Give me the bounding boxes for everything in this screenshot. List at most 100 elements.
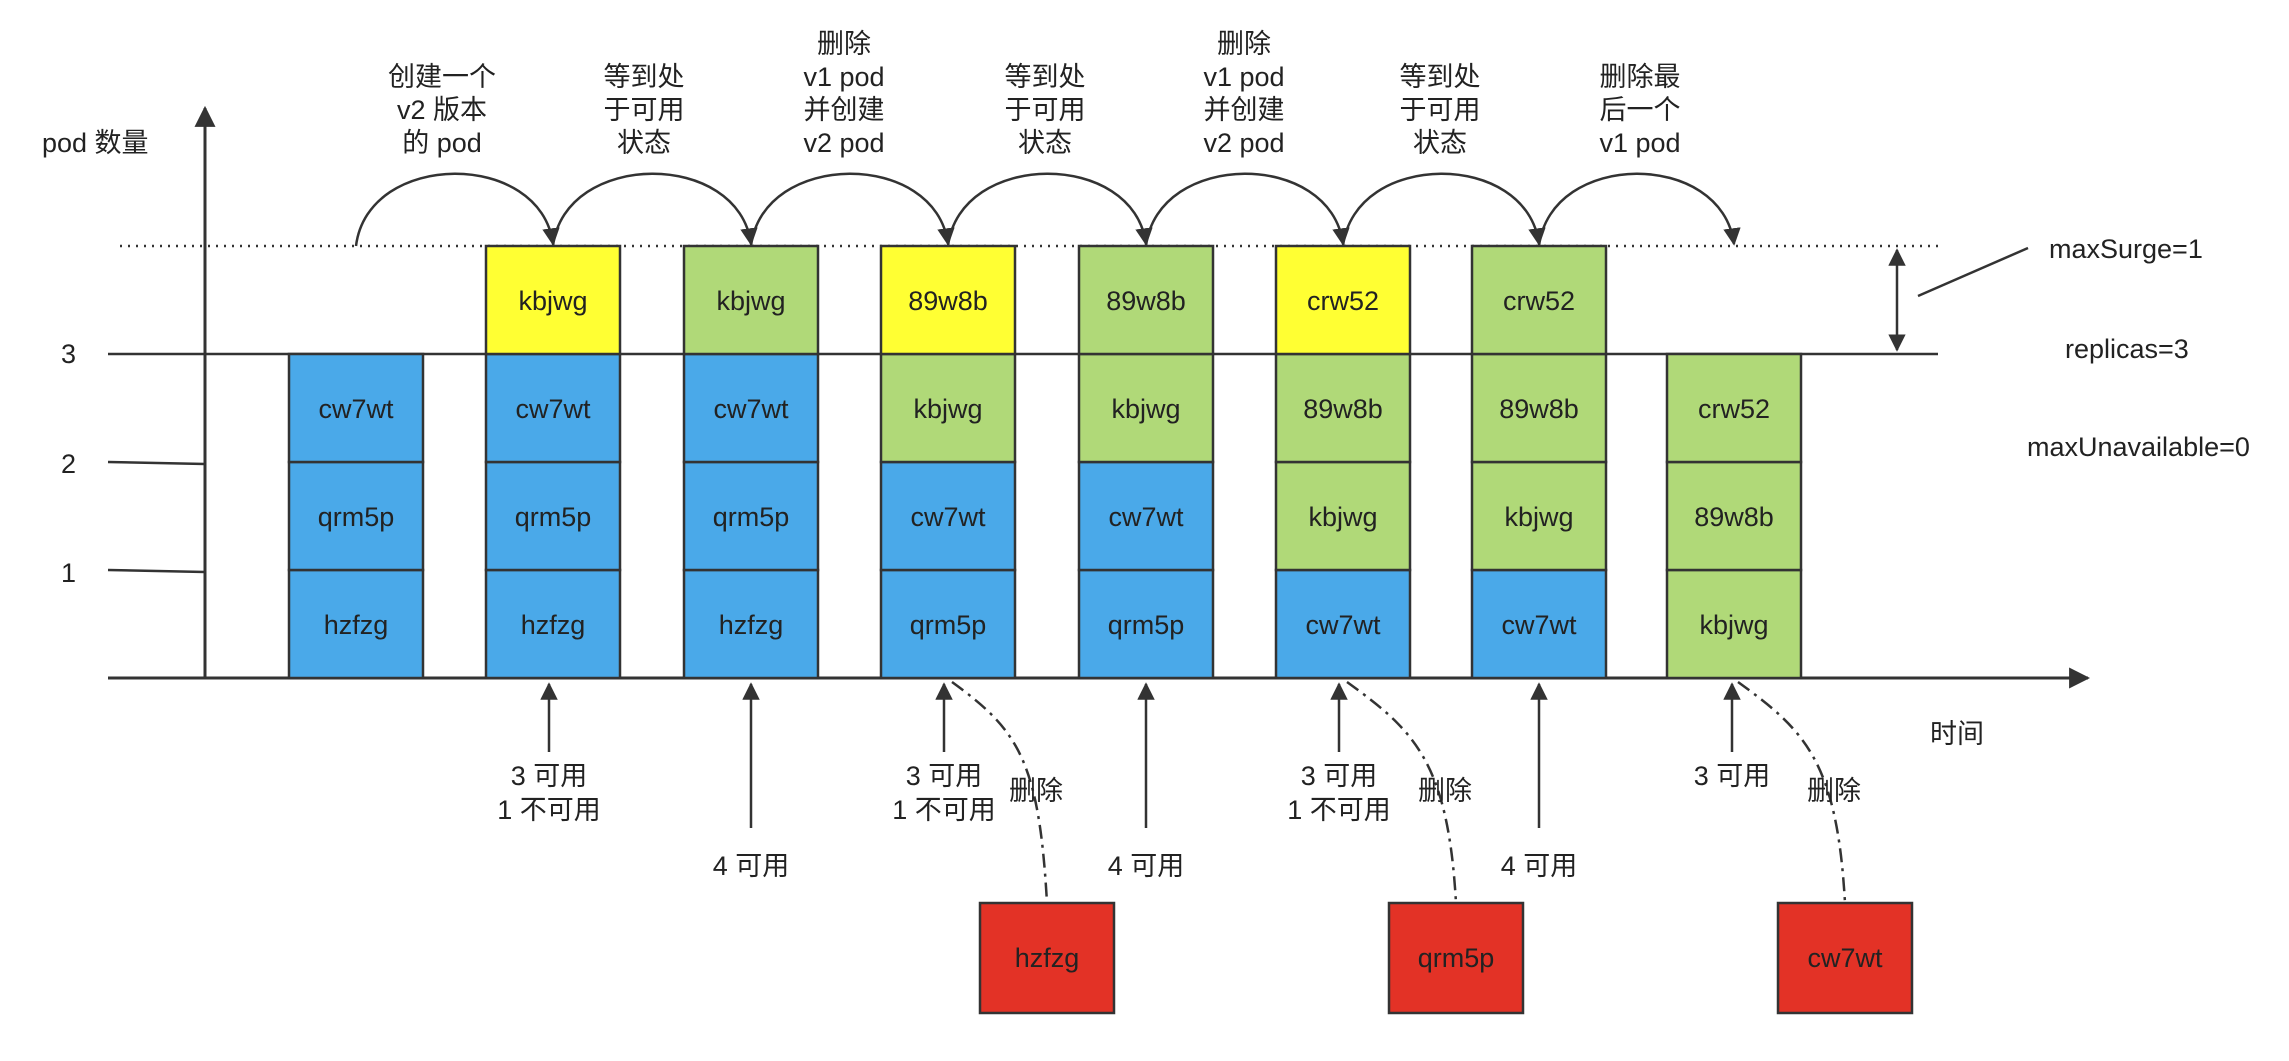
pod-stack: qrm5p cw7wt kbjwg 89w8b [879,244,1017,680]
pod-box [879,568,1017,680]
pod-name: cw7wt [1501,610,1577,640]
deleted-pod-box [1776,901,1914,1015]
pod-name: qrm5p [910,610,987,640]
step-label: 等到处于可用状态 [1400,62,1481,158]
pod-box [484,568,622,680]
pod-name: kbjwg [518,286,587,316]
pod-box [1077,460,1215,572]
pod-name: qrm5p [515,502,592,532]
delete-label: 删除 [1418,776,1472,806]
y-axis-label: pod 数量 [42,128,149,158]
pod-stack: qrm5p cw7wt kbjwg 89w8b [1077,244,1215,680]
pod-name: kbjwg [913,394,982,424]
step-arrow [1341,172,1546,247]
step-label: 等到处于可用状态 [604,62,685,158]
pod-name: 89w8b [1499,394,1579,424]
y-tick-label-1: 1 [61,558,76,588]
pod-name: kbjwg [1504,502,1573,532]
pod-box [682,244,820,356]
pod-box [879,244,1017,356]
deleted-pod-name: qrm5p [1418,943,1495,973]
pod-stack: cw7wt kbjwg 89w8b crw52 [1274,244,1412,680]
pod-stack: cw7wt kbjwg 89w8b crw52 [1470,244,1608,680]
pod-name: crw52 [1307,286,1379,316]
deleted-pod-name: cw7wt [1807,943,1883,973]
pod-name: crw52 [1503,286,1575,316]
pod-box [1274,244,1412,356]
step-arrow [1144,172,1350,247]
pod-stack: kbjwg 89w8b crw52 [1665,352,1803,680]
max-unavailable-label: maxUnavailable=0 [2027,432,2250,462]
status-note: 4 可用 [713,851,790,881]
pod-stacks: hzfzgqrm5pcw7wthzfzgqrm5pcw7wtkbjwghzfzg… [287,244,1803,680]
pod-name: kbjwg [716,286,785,316]
pod-box [1077,244,1215,356]
pod-box [1470,244,1608,356]
step-arrow [946,172,1153,247]
delete-label: 删除 [1009,776,1063,806]
pod-name: cw7wt [318,394,394,424]
pod-box [1274,460,1412,572]
pod-box [484,352,622,464]
pod-box [1470,568,1608,680]
x-axis-label: 时间 [1930,719,1984,749]
status-note: 4 可用 [1108,851,1185,881]
pod-name: 89w8b [1694,502,1774,532]
replicas-label: replicas=3 [2065,334,2189,364]
pod-box [484,244,622,356]
step-arrow [354,172,560,247]
pod-name: cw7wt [1108,502,1184,532]
step-arrow [551,172,758,247]
pod-box [484,460,622,572]
pod-name: cw7wt [910,502,986,532]
pod-box [287,352,425,464]
step-arrow [749,172,955,247]
y-tick-label-3: 3 [61,339,76,369]
step-arrows [354,172,1741,247]
delete-link [1737,680,1847,904]
deleted-pod-box [978,901,1116,1015]
pod-name: 89w8b [908,286,988,316]
max-surge-pointer [1917,246,2029,298]
pod-name: kbjwg [1308,502,1377,532]
pod-name: kbjwg [1111,394,1180,424]
max-surge-label: maxSurge=1 [2049,234,2203,264]
pod-box [1077,352,1215,464]
pod-box [1274,568,1412,680]
pod-box [1274,352,1412,464]
pod-name: crw52 [1698,394,1770,424]
pod-name: kbjwg [1699,610,1768,640]
pod-name: hzfzg [324,610,389,640]
pod-name: qrm5p [713,502,790,532]
delete-link [1346,680,1458,904]
pod-name: cw7wt [713,394,789,424]
pod-box [1077,568,1215,680]
delete-link [951,680,1049,904]
pod-name: cw7wt [1305,610,1381,640]
pod-name: qrm5p [1108,610,1185,640]
y-tick-label-2: 2 [61,449,76,479]
pod-name: hzfzg [719,610,784,640]
pod-box [287,568,425,680]
pod-box [1470,460,1608,572]
pod-box [287,460,425,572]
step-label: 等到处于可用状态 [1005,62,1086,158]
pod-box [1470,352,1608,464]
pod-box [1665,568,1803,680]
pod-name: 89w8b [1106,286,1186,316]
pod-box [879,460,1017,572]
deleted-pod-name: hzfzg [1015,943,1080,973]
pod-name: 89w8b [1303,394,1383,424]
